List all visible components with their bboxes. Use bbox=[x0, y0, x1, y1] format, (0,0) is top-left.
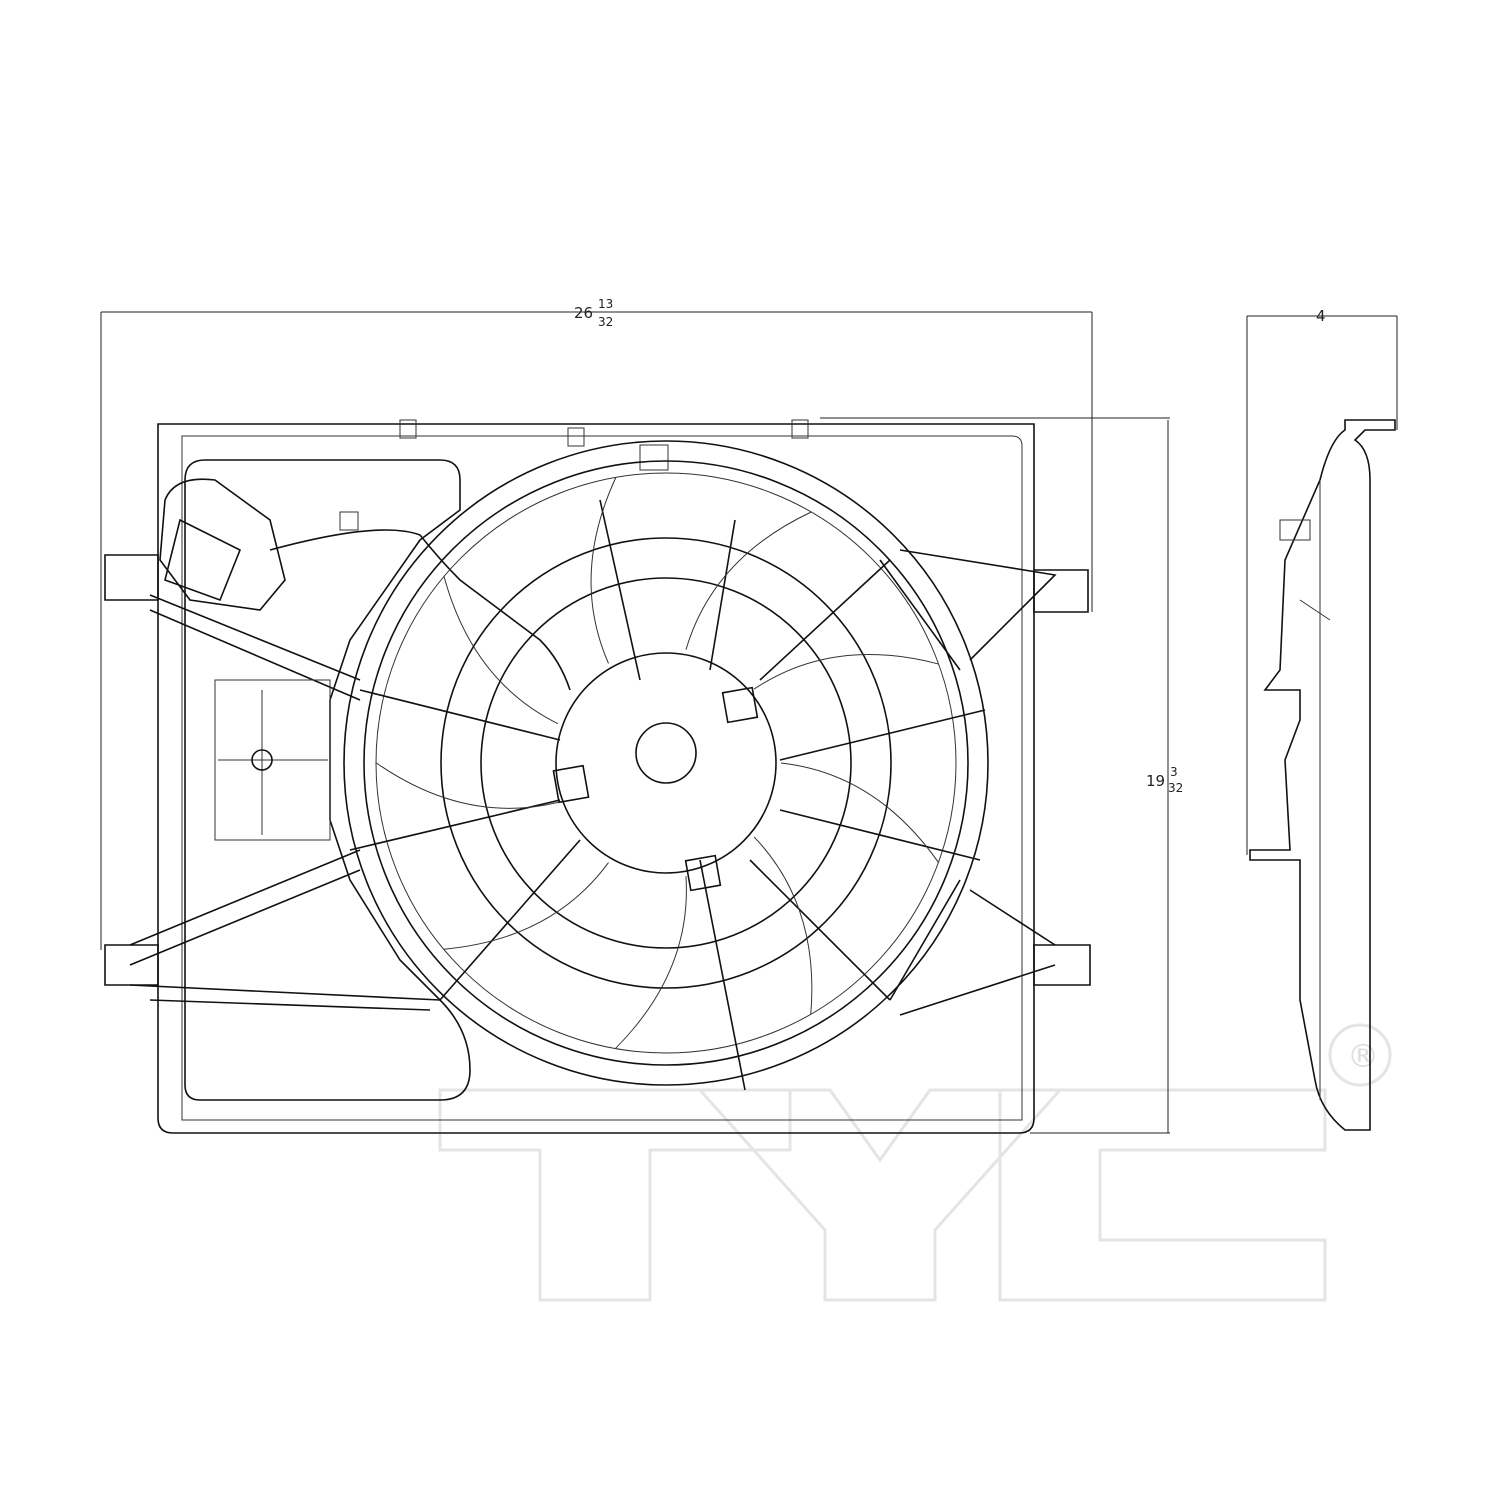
fan-blade bbox=[753, 836, 813, 1015]
fan-blade bbox=[615, 876, 687, 1049]
depth-dimension: 4 bbox=[1246, 307, 1398, 855]
motor-mount-tab bbox=[721, 686, 759, 724]
tyc-watermark-logo: ® bbox=[438, 1023, 1392, 1302]
fan-rotor bbox=[343, 440, 989, 1086]
motor-mount-tab bbox=[552, 764, 590, 804]
motor-shaft-bore bbox=[635, 722, 697, 784]
fan-blade bbox=[780, 762, 939, 863]
fan-blade bbox=[375, 762, 559, 809]
width-numerator: 13 bbox=[598, 297, 613, 311]
fan-blade bbox=[443, 576, 559, 725]
width-whole: 26 bbox=[574, 304, 593, 322]
fan-blade bbox=[685, 511, 812, 650]
height-dimension: 19 3 32 bbox=[820, 417, 1183, 1134]
motor-mount-tab bbox=[684, 854, 722, 892]
height-whole: 19 bbox=[1146, 772, 1165, 790]
height-denominator: 32 bbox=[1168, 781, 1183, 795]
fan-blade bbox=[753, 653, 939, 690]
depth-value: 4 bbox=[1316, 307, 1326, 325]
width-dimension: 26 13 32 bbox=[100, 297, 1093, 950]
front-view-shroud bbox=[104, 419, 1091, 1134]
height-numerator: 3 bbox=[1170, 765, 1178, 779]
width-denominator: 32 bbox=[598, 315, 613, 329]
side-view bbox=[1249, 419, 1396, 1131]
fan-blades bbox=[375, 477, 939, 1049]
registered-mark: ® bbox=[1347, 1037, 1379, 1075]
fan-blade bbox=[590, 477, 617, 664]
fan-struts bbox=[349, 499, 986, 1091]
fan-blade bbox=[443, 862, 609, 950]
